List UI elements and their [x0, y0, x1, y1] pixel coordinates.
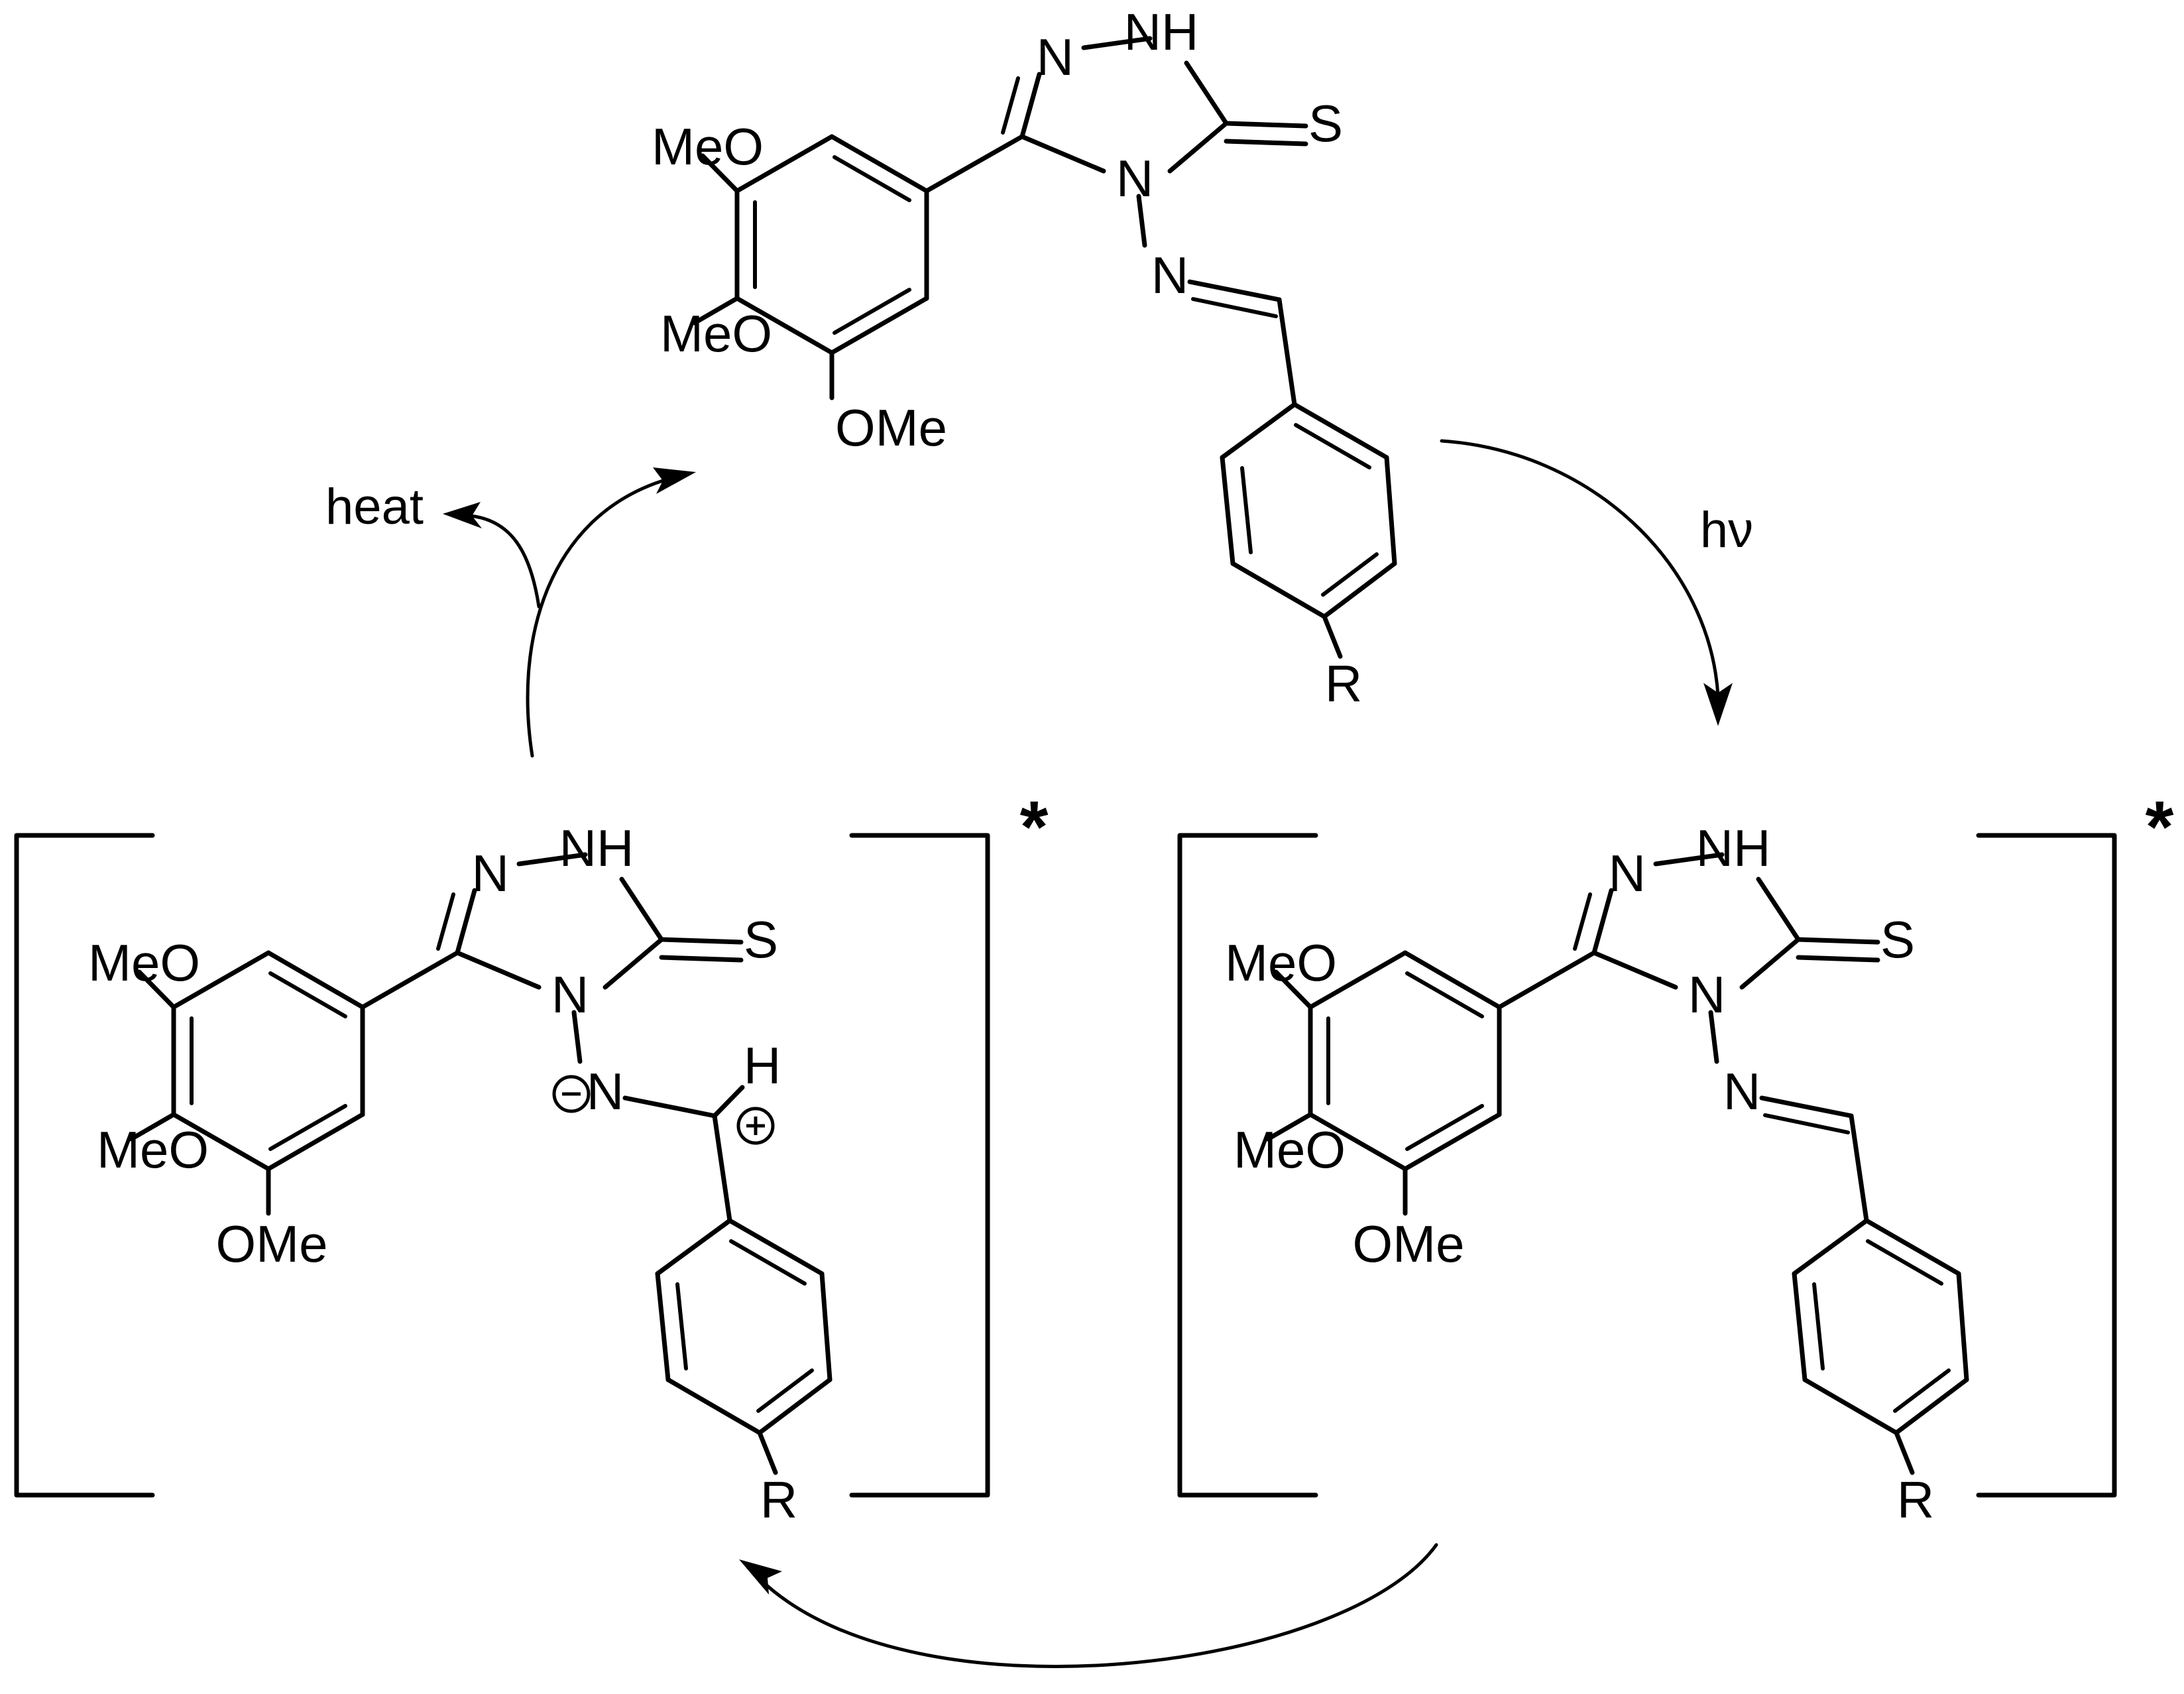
atom-nh: NH: [1124, 3, 1199, 61]
negative-charge: [552, 1075, 591, 1113]
bracket-left: [14, 833, 155, 1498]
methoxy-label: MeO: [1234, 1120, 1346, 1179]
bracket-left: [1177, 833, 1318, 1498]
methoxy-label: MeO: [1225, 934, 1337, 992]
excited-state-mark: *: [2146, 786, 2174, 868]
arrow-heat: [443, 502, 541, 609]
atom-n-imine: N: [1723, 1062, 1760, 1120]
methoxy-label: OMe: [215, 1215, 327, 1273]
heat-label: heat: [325, 479, 424, 535]
arrow-bottom: [739, 1543, 1438, 1668]
methoxy-label: MeO: [652, 117, 764, 176]
methoxy-label: MeO: [660, 304, 772, 363]
arrow-return: [526, 467, 696, 758]
positive-charge: [736, 1107, 775, 1145]
methoxy-label: OMe: [1352, 1215, 1464, 1273]
atom-n: N: [1116, 149, 1153, 208]
atom-n-imine: N: [1151, 246, 1188, 304]
excited-state-mark: *: [1020, 786, 1049, 868]
atom-n: N: [551, 965, 589, 1024]
methoxy-label: OMe: [835, 398, 947, 457]
atom-n: N: [1609, 844, 1646, 902]
atom-r: R: [1325, 654, 1362, 713]
arrow-hv: [1440, 439, 1733, 726]
atom-n: N: [1688, 965, 1725, 1024]
atom-n-anion: N: [587, 1062, 624, 1120]
atom-h: H: [744, 1036, 781, 1095]
molecule-zwitterion-intermediate: N NH S N N H MeO MeO OMe R *: [14, 786, 1049, 1529]
atom-r: R: [760, 1471, 797, 1529]
atom-s: S: [1880, 910, 1915, 969]
hv-label: hν: [1700, 502, 1753, 558]
bracket-right: [1976, 833, 2117, 1498]
molecule-ground-state: N NH S N N MeO MeO OMe R: [652, 3, 1397, 713]
atom-nh: NH: [559, 819, 634, 877]
atom-r: R: [1897, 1471, 1934, 1529]
methoxy-label: MeO: [97, 1120, 209, 1179]
atom-n: N: [1037, 28, 1074, 86]
molecule-excited-state: N NH S N N MeO MeO OMe R *: [1177, 786, 2174, 1529]
atom-s: S: [1308, 94, 1343, 152]
atom-n: N: [472, 844, 509, 902]
atom-nh: NH: [1696, 819, 1771, 877]
atom-s: S: [744, 910, 778, 969]
methoxy-label: MeO: [88, 934, 200, 992]
bracket-right: [849, 833, 990, 1498]
